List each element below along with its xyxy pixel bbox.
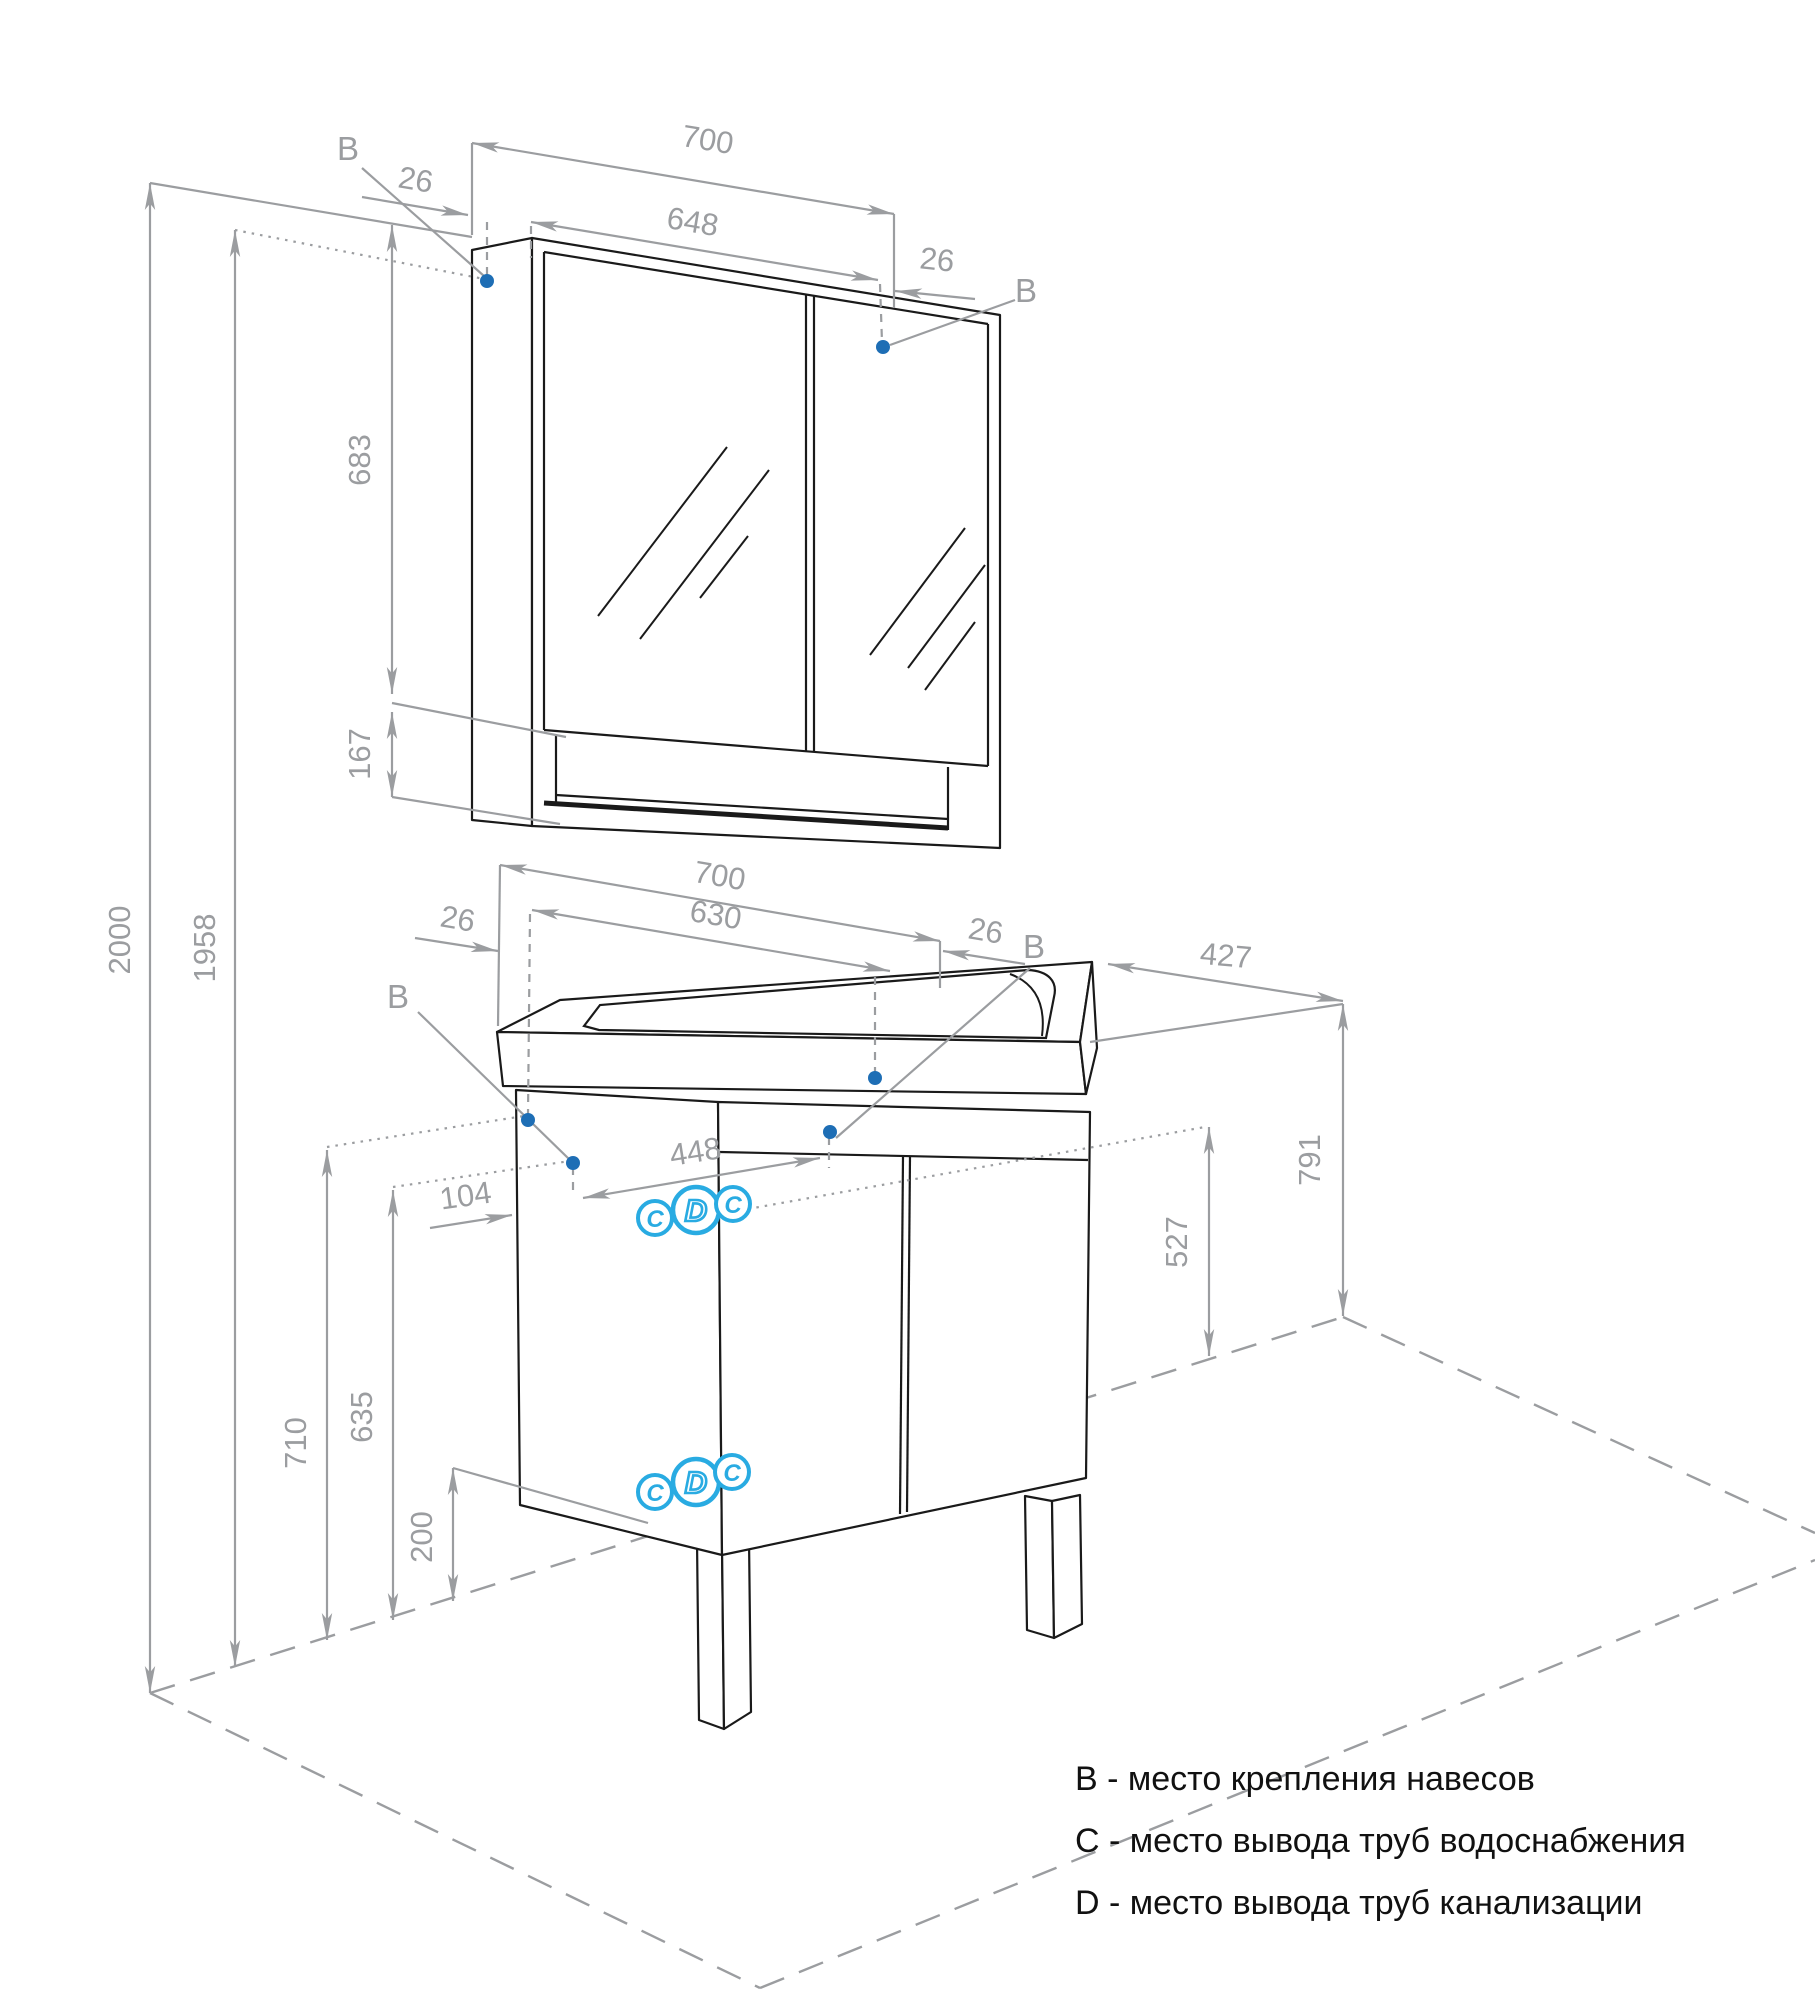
- mirror-cabinet: [470, 236, 1002, 850]
- mirror-glass-hatching: [597, 446, 986, 691]
- dim-mirror-offset-left: 26: [396, 160, 436, 200]
- mount-dot: [480, 274, 494, 288]
- mount-marker-vanity-right: B: [1023, 928, 1045, 965]
- dim-mount-height-left: 710: [278, 1417, 313, 1469]
- dim-mirror-door-width: 648: [664, 200, 721, 243]
- vanity-door-gap: [898, 1155, 905, 1515]
- utility-badges-bottom: C D C: [636, 1453, 751, 1511]
- dim-vanity-depth: 427: [1199, 936, 1254, 975]
- mount-marker-mirror-right: B: [1015, 272, 1037, 309]
- sink-apron: [495, 1030, 1088, 1096]
- dim-vanity-inner-width: 630: [687, 893, 744, 936]
- dim-vanity-overall-width: 700: [691, 854, 748, 897]
- dim-vanity-offset-left: 26: [438, 898, 478, 938]
- water-icon: [636, 1199, 674, 1237]
- mount-point-dots: [480, 274, 890, 1170]
- mount-marker-vanity-left: B: [387, 978, 409, 1015]
- dim-mirror-shelf-height: 167: [342, 728, 377, 780]
- vanity-front: [716, 1100, 1092, 1557]
- utility-badges-mid: C D C: [636, 1184, 752, 1237]
- dimension-labels: 700 648 26 26 B B 683 167 2000 1958 700 …: [102, 118, 1327, 1563]
- projection-leaders: [234, 222, 1206, 1211]
- mount-dot: [868, 1071, 882, 1085]
- floor-outline: [149, 1315, 1815, 1990]
- dimension-lines: [144, 141, 1349, 1693]
- mount-dot: [876, 340, 890, 354]
- mirror-body: [530, 236, 1002, 850]
- water-label: C: [646, 1206, 664, 1233]
- mount-dot: [823, 1125, 837, 1139]
- dim-mount-height: 1958: [187, 914, 222, 983]
- dim-worktop-height: 791: [1292, 1134, 1327, 1186]
- dim-mount-span: 448: [667, 1130, 724, 1173]
- legend-water: C - место вывода труб водоснабжения: [1075, 1822, 1686, 1860]
- dim-leg-height: 200: [404, 1511, 439, 1563]
- dim-mirror-height: 683: [342, 434, 377, 486]
- water-icon: [714, 1185, 752, 1223]
- water-icon: [713, 1453, 751, 1491]
- drain-label: D: [685, 1465, 707, 1500]
- drain-label: D: [685, 1193, 707, 1228]
- mirror-side-panel: [470, 236, 534, 828]
- mirror-shelf: [543, 800, 949, 831]
- dim-mount-offset: 104: [437, 1175, 493, 1217]
- water-icon: [636, 1473, 674, 1511]
- water-label: C: [646, 1480, 664, 1507]
- water-label: C: [723, 1460, 741, 1487]
- vanity-unit: [495, 960, 1099, 1731]
- sink-top: [495, 960, 1094, 1044]
- legend: B - место крепления навесов C - место вы…: [1075, 1760, 1686, 1922]
- water-label: C: [724, 1192, 742, 1219]
- sink-bowl-curve: [1009, 973, 1044, 1037]
- dim-vanity-offset-right: 26: [966, 910, 1006, 950]
- dim-mirror-offset-right: 26: [918, 240, 956, 278]
- mount-dot: [521, 1113, 535, 1127]
- dim-mirror-overall-width: 700: [679, 118, 736, 161]
- mount-marker-mirror-left: B: [337, 130, 359, 167]
- dim-supply-height: 527: [1159, 1216, 1194, 1268]
- legend-drain: D - место вывода труб канализации: [1075, 1884, 1643, 1922]
- mount-dot: [566, 1156, 580, 1170]
- legend-mount: B - место крепления навесов: [1075, 1760, 1535, 1798]
- vanity-legs: [695, 1493, 1084, 1731]
- dim-mount-height-mid: 635: [344, 1391, 379, 1443]
- dim-total-height: 2000: [102, 906, 137, 975]
